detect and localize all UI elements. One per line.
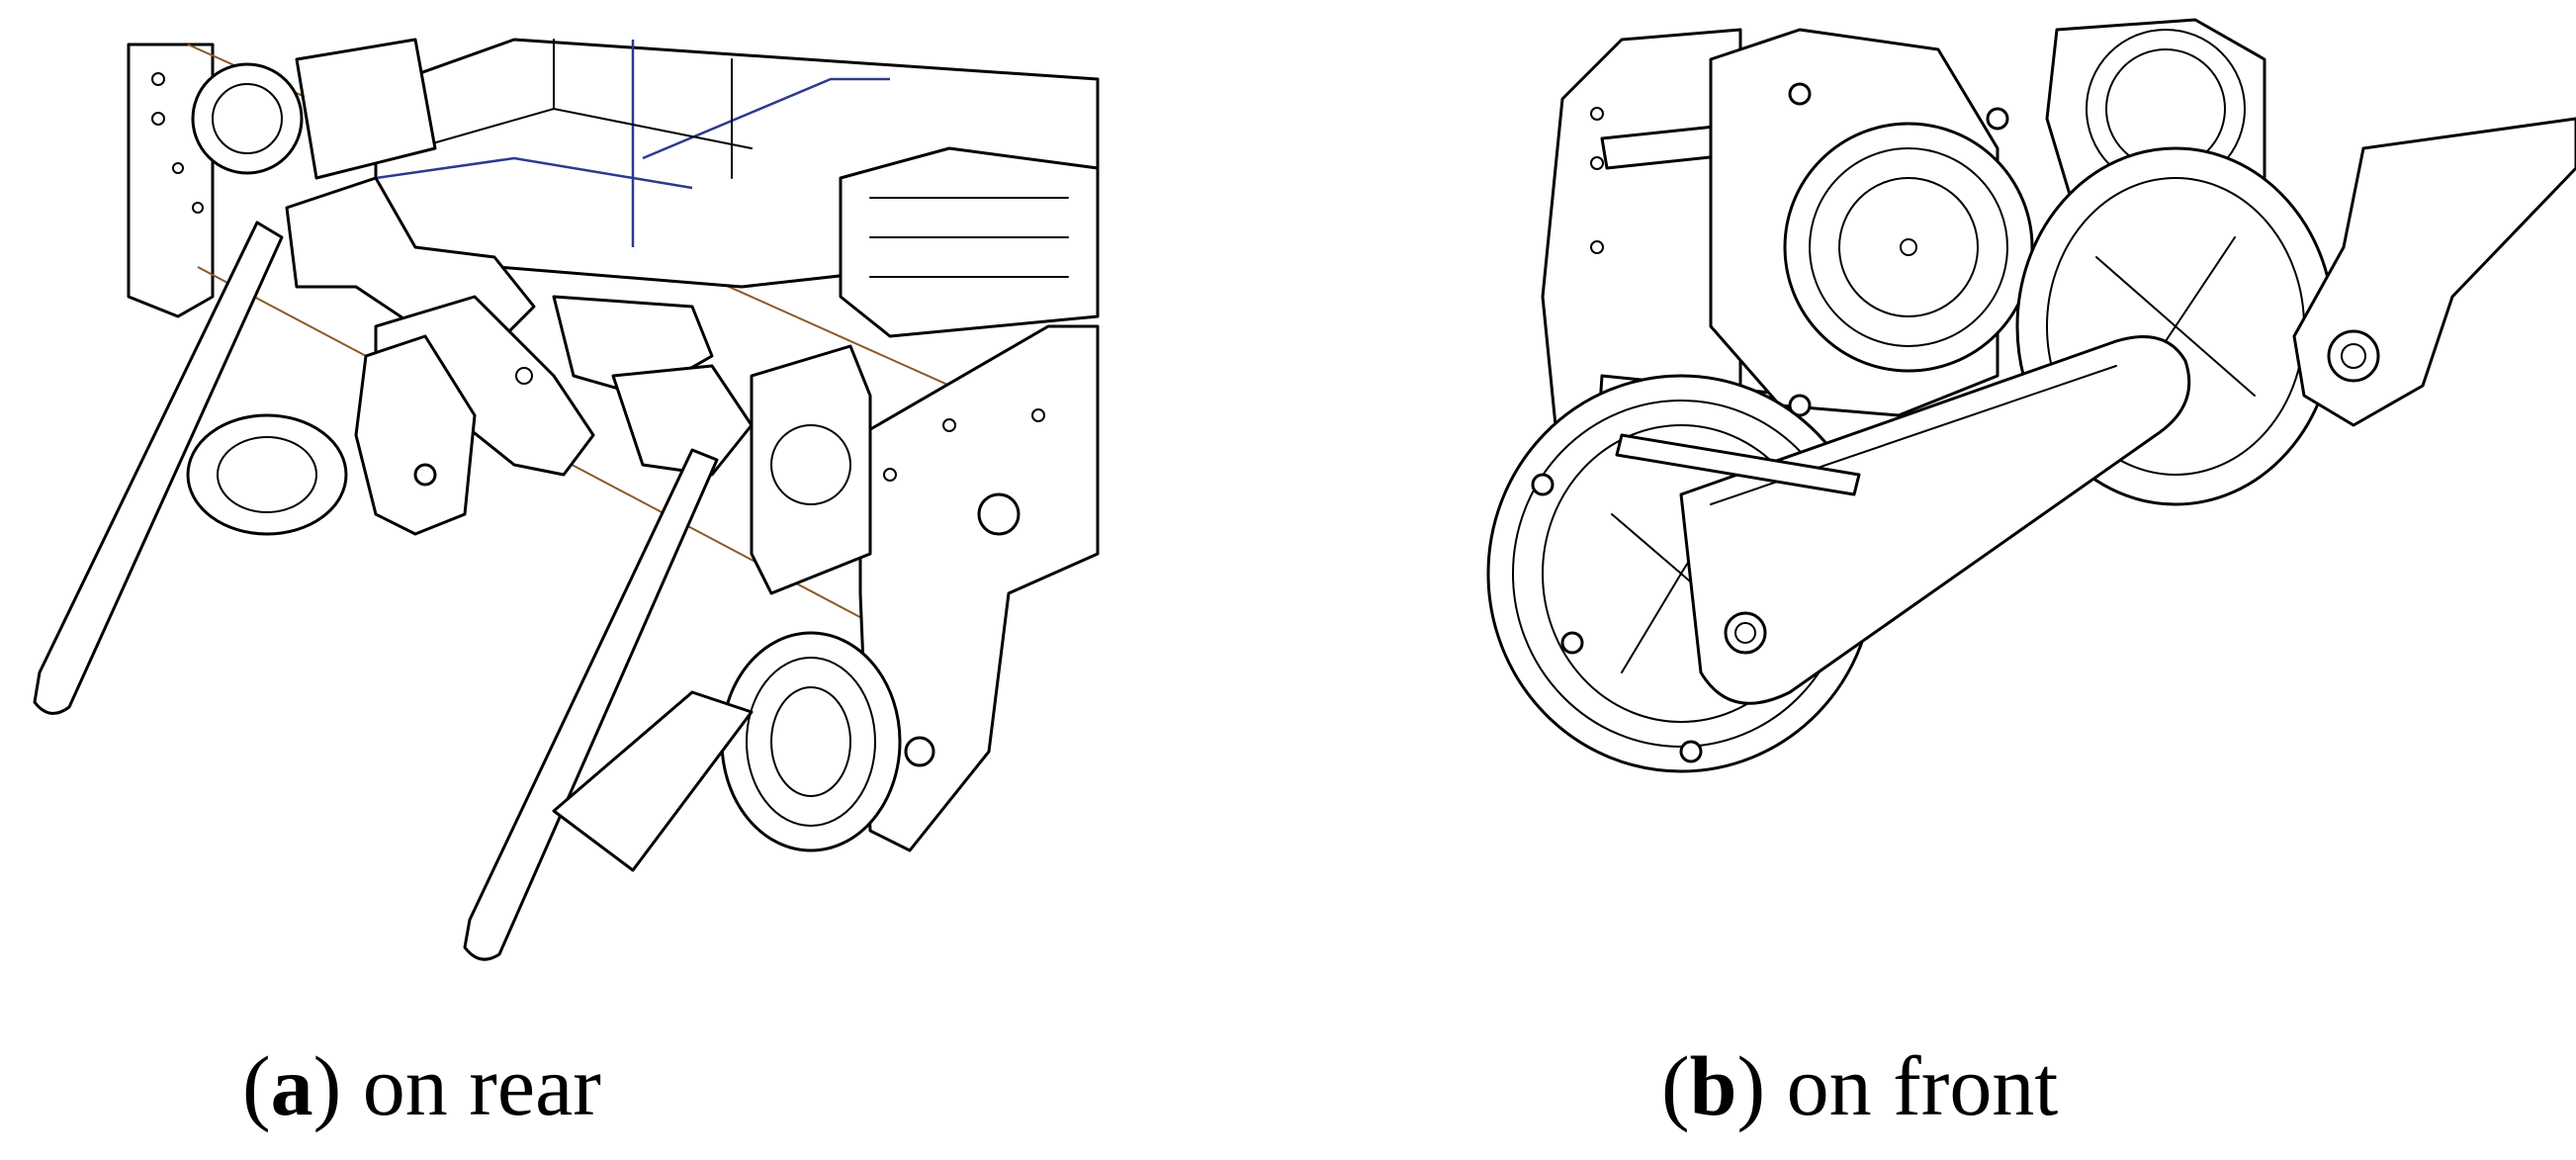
- rear-mechanism-drawing: [0, 0, 1108, 989]
- panel-b-text: on front: [1765, 1038, 2059, 1133]
- panel-b-letter: b: [1689, 1038, 1737, 1133]
- panel-a-text: on rear: [341, 1038, 601, 1133]
- front-mechanism-drawing: [1483, 0, 2576, 989]
- panel-a-letter: a: [270, 1038, 313, 1133]
- panel-a-caption: (a) on rear: [242, 1038, 601, 1133]
- panel-b-caption: (b) on front: [1661, 1038, 2059, 1133]
